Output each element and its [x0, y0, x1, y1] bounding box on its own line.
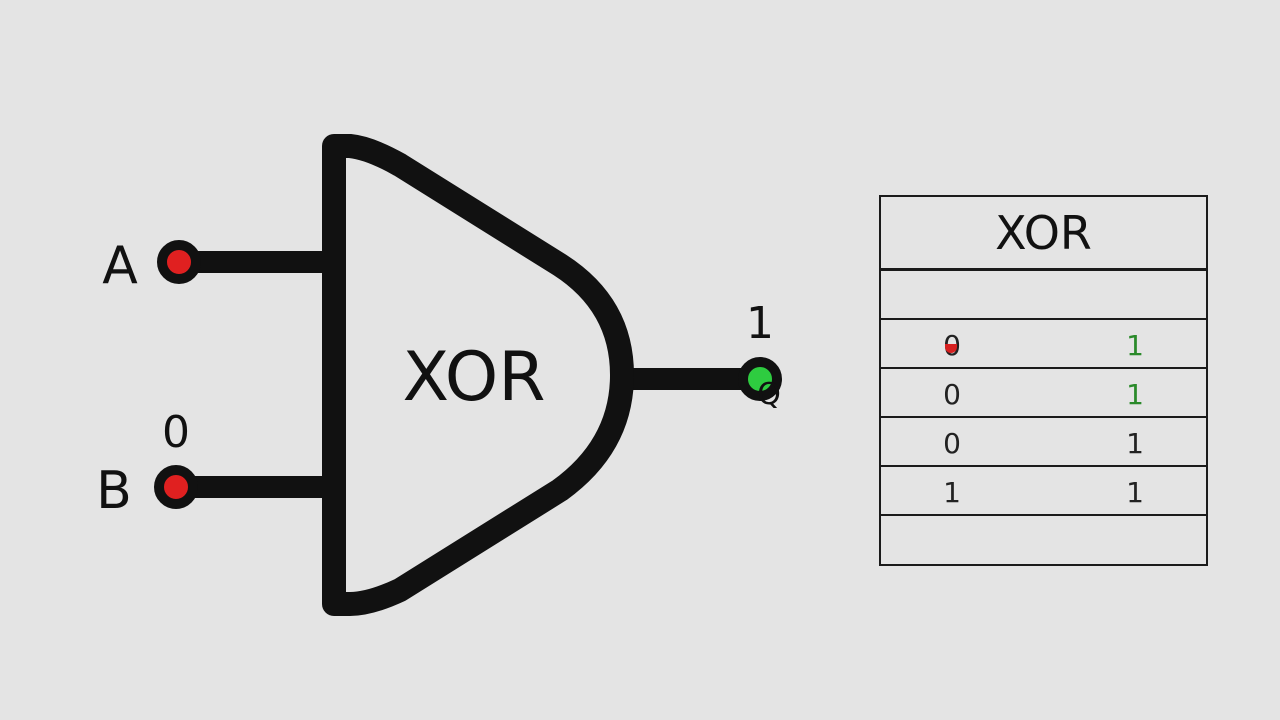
- input-a-terminal[interactable]: [157, 240, 201, 284]
- gate-type-label: XOR: [402, 338, 545, 417]
- row-input: 1: [943, 476, 961, 509]
- truth-table-row: 0 1: [881, 320, 1206, 369]
- red-marker-icon: [945, 344, 957, 353]
- row-output: 1: [1126, 378, 1144, 411]
- truth-table-row: [881, 516, 1206, 564]
- input-b-terminal[interactable]: [154, 465, 198, 509]
- output-q-terminal[interactable]: [738, 357, 782, 401]
- row-output: 1: [1126, 329, 1144, 362]
- row-input: 0: [943, 378, 961, 411]
- row-output: 1: [1126, 427, 1144, 460]
- input-b-value: 0: [162, 407, 190, 458]
- output-q-label: Q: [757, 377, 781, 412]
- truth-table-row: [881, 271, 1206, 320]
- truth-table-row: 0 1: [881, 418, 1206, 467]
- input-b-label: B: [96, 461, 132, 521]
- input-a-label: A: [102, 236, 138, 296]
- output-value: 1: [746, 298, 774, 349]
- truth-table-title: XOR: [881, 197, 1206, 271]
- truth-table: XOR 0 1 0 1 0 1 1 1: [879, 195, 1208, 566]
- gate-body: [322, 134, 634, 616]
- truth-table-row: 1 1: [881, 467, 1206, 516]
- row-input: 0: [943, 427, 961, 460]
- row-output: 1: [1126, 476, 1144, 509]
- truth-table-row: 0 1: [881, 369, 1206, 418]
